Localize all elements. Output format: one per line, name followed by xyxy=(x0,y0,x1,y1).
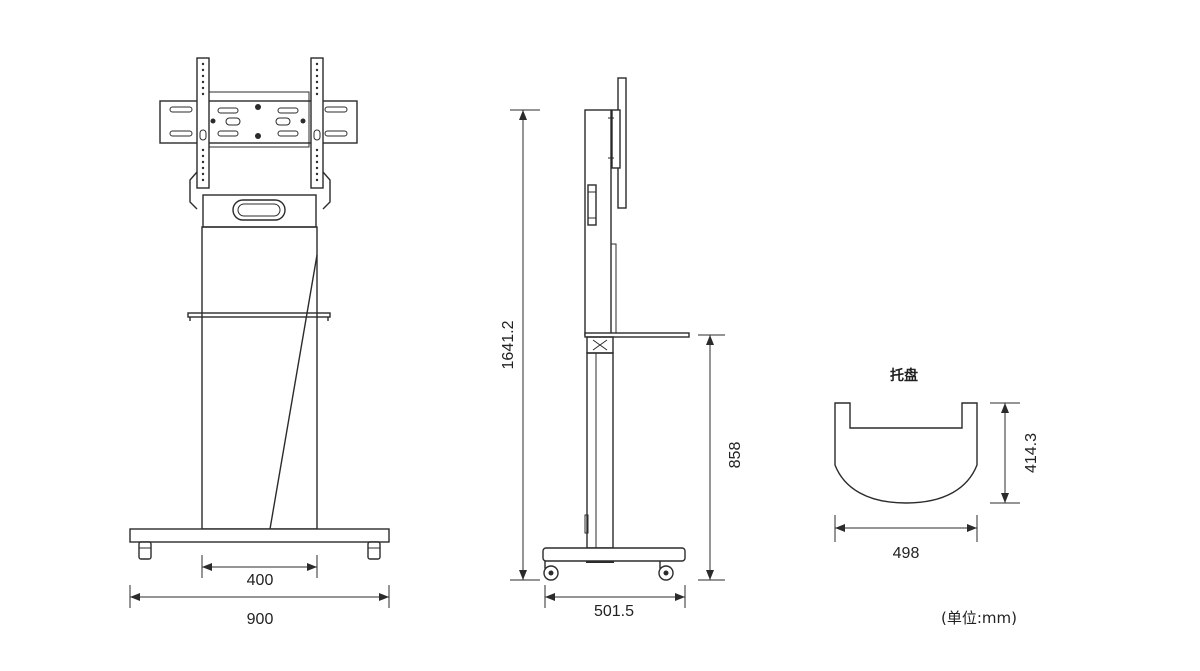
side-base-dimension: 501.5 xyxy=(594,603,634,620)
tray-outline xyxy=(834,402,978,504)
side-casters xyxy=(543,561,674,581)
front-column xyxy=(201,226,318,530)
side-upper-column xyxy=(584,109,612,336)
side-handle xyxy=(587,184,597,226)
side-base xyxy=(542,547,686,562)
side-view: 1641.2 858 501.5 xyxy=(500,77,744,620)
front-outer-dimension: 900 xyxy=(247,611,274,628)
tray-depth-dimension: 414.3 xyxy=(1023,433,1040,473)
front-right-hook xyxy=(322,171,331,210)
side-lower-column xyxy=(586,352,614,549)
side-height-dimension: 1641.2 xyxy=(500,320,517,369)
side-mount-bracket xyxy=(611,109,621,169)
front-inner-dimension: 400 xyxy=(247,572,274,589)
tray-view: 托盘 414.3 498 xyxy=(834,367,1040,562)
unit-label: (单位:mm) xyxy=(941,609,1017,627)
front-casters xyxy=(138,541,381,560)
front-shelf xyxy=(187,312,331,318)
tray-label: 托盘 xyxy=(890,367,918,384)
front-vertical-brackets xyxy=(196,57,324,189)
front-plate-slots xyxy=(169,104,348,139)
front-column-cover-line xyxy=(269,254,318,530)
front-view: 400 900 xyxy=(129,57,390,628)
side-shelf xyxy=(584,332,690,338)
front-left-hook xyxy=(189,171,198,210)
front-base xyxy=(129,528,390,543)
tray-width-dimension: 498 xyxy=(893,545,920,562)
front-handle xyxy=(232,199,286,221)
side-shelf-height-dimension: 858 xyxy=(727,442,744,469)
